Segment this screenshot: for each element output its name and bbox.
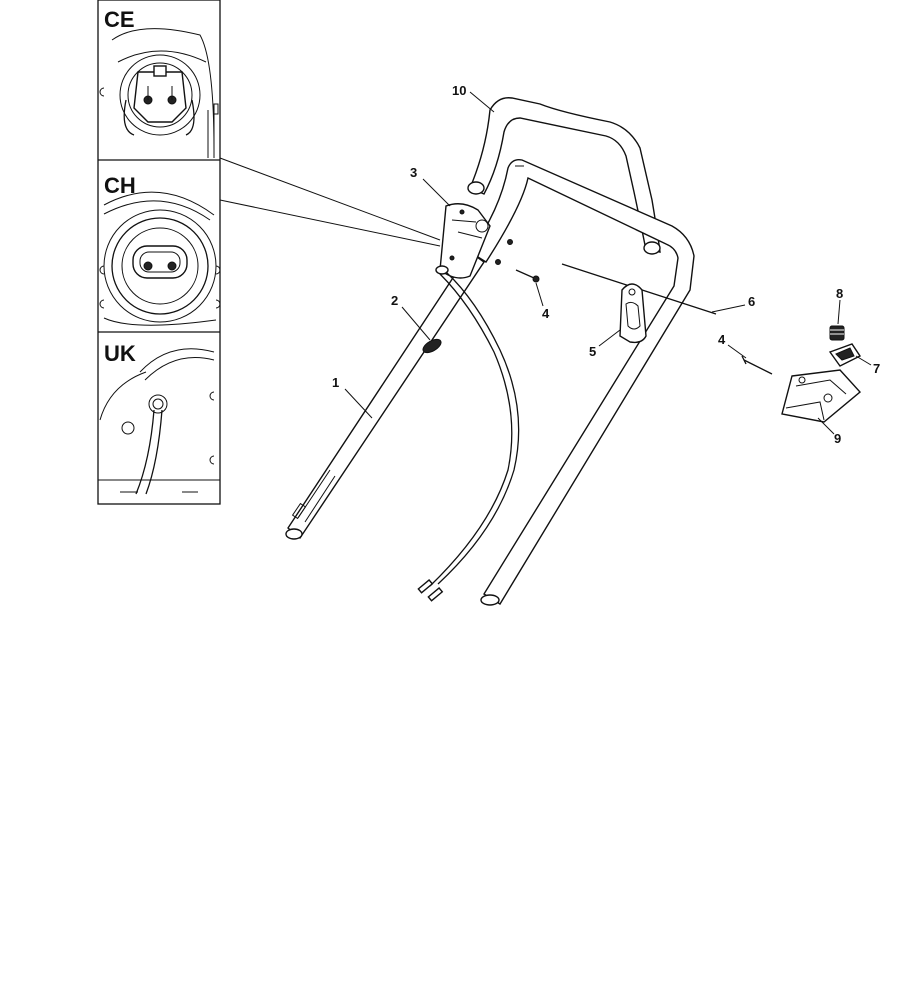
cable-assembly [417,271,520,602]
inset-ce-label: CE [104,7,135,32]
screw-lower [741,355,773,375]
callout-6: 6 [748,294,755,309]
inset-ce: CE [99,7,219,158]
handle-bracket [781,369,862,423]
inset-ch: CH [99,173,221,326]
callout-labels: 1 2 3 4 4 5 6 7 8 9 10 [332,83,880,446]
left-lower-handle-tube [285,251,485,540]
cable-connector [417,578,434,594]
inset-uk-label: UK [104,341,136,366]
switch-box [435,203,491,279]
ch-plug-face [132,245,188,279]
inset-leader-line [219,157,441,241]
ce-socket-ring [119,54,201,136]
cable-clip [422,338,442,354]
plug-variant-insets: CE CH [97,0,221,505]
callout-7: 7 [873,361,880,376]
latch [828,343,862,367]
callout-4-upper: 4 [542,306,550,321]
callout-2: 2 [391,293,398,308]
main-handle-frame [468,158,695,606]
ch-pin [167,261,177,271]
spring [829,325,845,341]
callout-8: 8 [836,286,843,301]
cable-hook [619,283,647,344]
uk-cable-grommet [148,394,168,414]
cable-connector [427,586,444,602]
ch-socket-ring [111,217,209,315]
callout-10: 10 [452,83,466,98]
callout-1: 1 [332,375,339,390]
inset-ch-label: CH [104,173,136,198]
socket-housing-outline [111,28,215,151]
insets-frame [97,0,221,505]
uk-cable [135,409,155,495]
power-cable [437,271,520,585]
callout-4-lower: 4 [718,332,726,347]
inset-uk: UK [98,341,220,495]
ch-pin [143,261,153,271]
callout-5: 5 [589,344,596,359]
callout-3: 3 [410,165,417,180]
inset-leader-line [219,199,441,247]
callout-leaders [344,91,872,435]
screw-upper [515,269,540,283]
ce-plug-face [133,71,187,123]
callout-9: 9 [834,431,841,446]
